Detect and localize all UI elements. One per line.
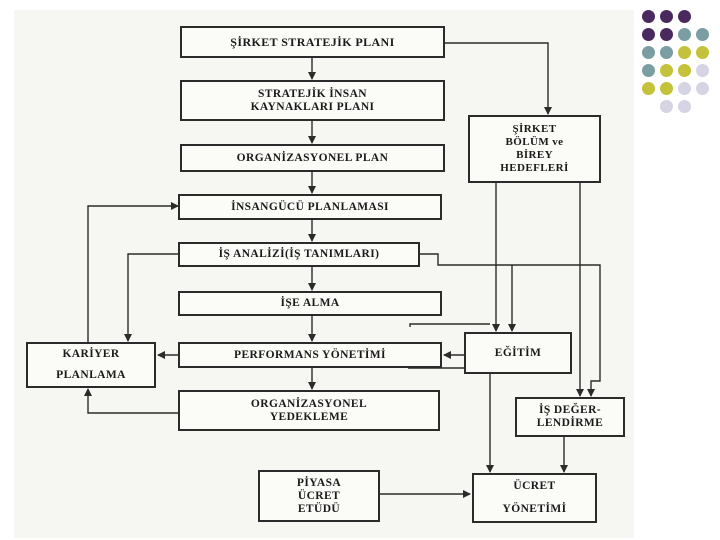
node-ucret-yonetimi: ÜCRET YÖNETİMİ	[472, 473, 597, 523]
node-label: ŞİRKET STRATEJİK PLANI	[230, 34, 395, 49]
dot	[642, 28, 655, 41]
node-performans-yonetimi: PERFORMANS YÖNETİMİ	[178, 342, 442, 368]
node-label: KAYNAKLARI PLANI	[250, 100, 375, 113]
node-label: İŞE ALMA	[280, 297, 340, 309]
node-label: PİYASA	[296, 476, 342, 489]
arrow-isanalizi-to-kariyer	[124, 253, 178, 342]
dot	[642, 46, 655, 59]
node-is-degerlendirme: İŞ DEĞER- LENDİRME	[515, 397, 625, 437]
dot	[642, 10, 655, 23]
node-label: YÖNETİMİ	[502, 503, 567, 515]
node-label: ETÜDÜ	[297, 502, 341, 515]
node-label: PLANLAMA	[56, 369, 126, 381]
node-ise-alma: İŞE ALMA	[178, 291, 442, 316]
node-organizasyonel-yedekleme: ORGANİZASYONEL YEDEKLEME	[178, 390, 440, 431]
dot	[660, 10, 673, 23]
node-label: EĞİTİM	[494, 346, 542, 359]
node-sirket-stratejik-plani: ŞİRKET STRATEJİK PLANI	[180, 26, 445, 58]
dot	[696, 82, 709, 95]
dot	[660, 100, 673, 113]
dot	[660, 82, 673, 95]
dot	[678, 28, 691, 41]
node-label: ÜCRET	[297, 489, 341, 502]
node-label: İŞ ANALİZİ(İŞ TANIMLARI)	[218, 248, 380, 260]
arrow-isanalizi-to-degerlendirme	[420, 253, 601, 397]
dot	[678, 10, 691, 23]
node-insangucu-planlamasi: İNSANGÜCÜ PLANLAMASI	[178, 194, 442, 220]
node-label: STRATEJİK İNSAN	[258, 87, 367, 100]
node-organizasyonel-plan: ORGANİZASYONEL PLAN	[180, 144, 445, 172]
dot	[642, 82, 655, 95]
node-label: İŞ DEĞER-	[538, 404, 602, 416]
node-label: ORGANİZASYONEL PLAN	[236, 151, 389, 164]
node-label: BÖLÜM ve	[505, 136, 564, 148]
node-label: KARİYER	[62, 348, 120, 360]
node-kariyer-planlama: KARİYER PLANLAMA	[26, 342, 156, 388]
dot	[660, 64, 673, 77]
arrow-plan-to-hedefler	[445, 42, 552, 115]
node-label: PERFORMANS YÖNETİMİ	[234, 348, 386, 361]
dot	[642, 64, 655, 77]
dot	[696, 28, 709, 41]
dot	[660, 28, 673, 41]
node-sirket-bolum-birey-hedefleri: ŞİRKET BÖLÜM ve BİREY HEDEFLERİ	[468, 115, 601, 183]
dot	[660, 46, 673, 59]
line-performans-egitim-link	[409, 323, 490, 327]
node-egitim: EĞİTİM	[464, 332, 572, 374]
node-label: HEDEFLERİ	[500, 162, 569, 174]
node-is-analizi: İŞ ANALİZİ(İŞ TANIMLARI)	[178, 242, 420, 267]
node-label: ŞİRKET	[512, 123, 557, 135]
node-label: ORGANİZASYONEL	[250, 397, 368, 410]
node-stratejik-ik-plani: STRATEJİK İNSAN KAYNAKLARI PLANI	[180, 80, 445, 121]
node-label: ÜCRET	[513, 480, 556, 492]
node-label: BİREY	[516, 149, 553, 161]
node-label: LENDİRME	[536, 417, 604, 429]
dot	[696, 64, 709, 77]
dot	[696, 46, 709, 59]
node-label: İNSANGÜCÜ PLANLAMASI	[231, 200, 389, 213]
dot	[678, 46, 691, 59]
node-piyasa-ucret-etudu: PİYASA ÜCRET ETÜDÜ	[258, 470, 380, 522]
arrow-kariyer-to-insangucu	[87, 202, 179, 342]
arrow-yedekleme-to-kariyer	[84, 388, 178, 414]
node-label: YEDEKLEME	[269, 410, 349, 423]
dot	[678, 100, 691, 113]
dot	[678, 64, 691, 77]
dot	[678, 82, 691, 95]
